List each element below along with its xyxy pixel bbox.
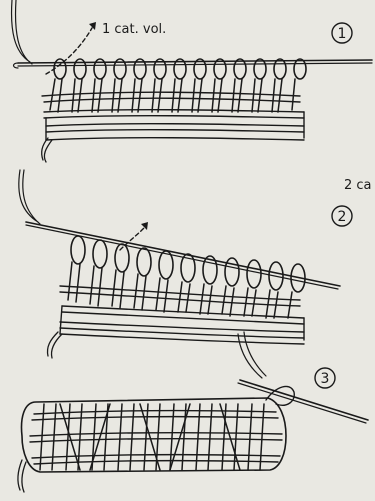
fabric-rows-2 (60, 286, 304, 344)
panel-1-number-badge: 1 (332, 23, 352, 43)
stitch-posts-2 (68, 262, 292, 318)
yarn-strand-1 (12, 0, 32, 64)
stitch-posts-1 (50, 79, 295, 112)
panel-2-label: 2 ca (344, 178, 372, 193)
yarn-strand-3 (238, 332, 266, 378)
svg-text:3: 3 (321, 371, 330, 387)
hook-loops-2 (71, 236, 305, 292)
svg-text:1: 1 (338, 26, 347, 42)
panel-3 (18, 332, 368, 492)
yarn-tail-3 (18, 460, 26, 492)
yarn-tail-1 (42, 138, 52, 162)
panel-1 (12, 0, 372, 162)
panel-2-number-badge: 2 (332, 206, 352, 226)
panel-3-number-badge: 3 (315, 368, 335, 388)
hook-3 (240, 380, 368, 420)
yarn-strand-2 (19, 170, 40, 224)
yarn-tail-2 (47, 332, 62, 358)
panel-2 (19, 170, 340, 358)
panel-1-label: 1 cat. vol. (102, 22, 166, 37)
svg-text:2: 2 (338, 209, 347, 225)
